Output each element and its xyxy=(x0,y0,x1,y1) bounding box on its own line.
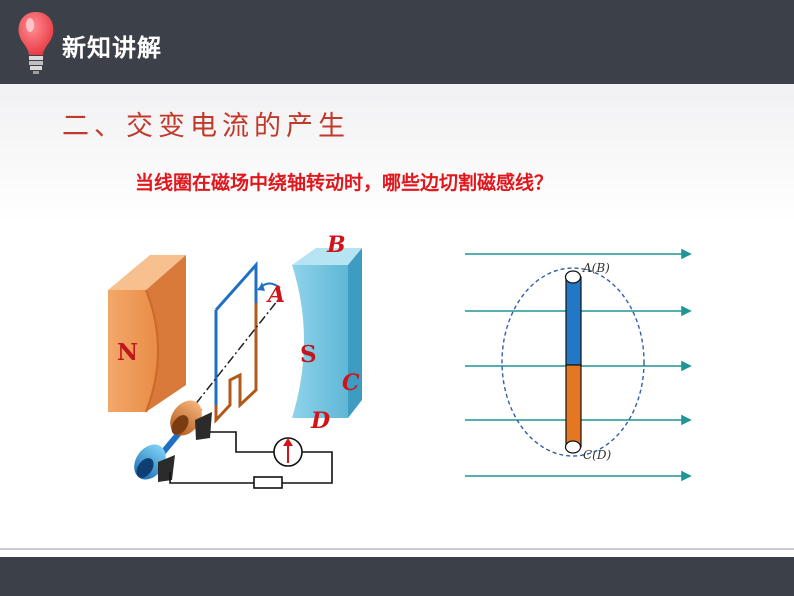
question-text: 当线圈在磁场中绕轴转动时，哪些边切割磁感线？ xyxy=(135,172,554,194)
label-b: B xyxy=(326,232,346,258)
header-title: 新知讲解 xyxy=(62,34,162,62)
coil-cross-section xyxy=(564,270,582,454)
label-a: A xyxy=(266,282,285,308)
label-c: C xyxy=(342,370,360,396)
rotation-path xyxy=(501,267,645,457)
bottom-edge-label: C(D) xyxy=(583,448,611,462)
pole-n-label: N xyxy=(117,339,138,366)
content-background xyxy=(0,84,794,224)
north-magnet xyxy=(108,255,186,413)
section-title: 二、交变电流的产生 xyxy=(62,111,350,142)
rotation-axis xyxy=(174,299,279,431)
resistor xyxy=(253,476,283,489)
slip-rings xyxy=(134,400,212,482)
external-circuit xyxy=(169,431,333,484)
lightbulb-icon xyxy=(18,12,54,74)
top-edge-label: A(B) xyxy=(582,261,610,275)
label-d: D xyxy=(310,408,330,434)
pole-s-label: S xyxy=(300,341,317,368)
footer-divider xyxy=(0,548,794,550)
header-bar: 新知讲解 xyxy=(0,0,794,84)
coil xyxy=(214,261,258,424)
footer-bar xyxy=(0,557,794,596)
south-magnet xyxy=(292,248,362,418)
